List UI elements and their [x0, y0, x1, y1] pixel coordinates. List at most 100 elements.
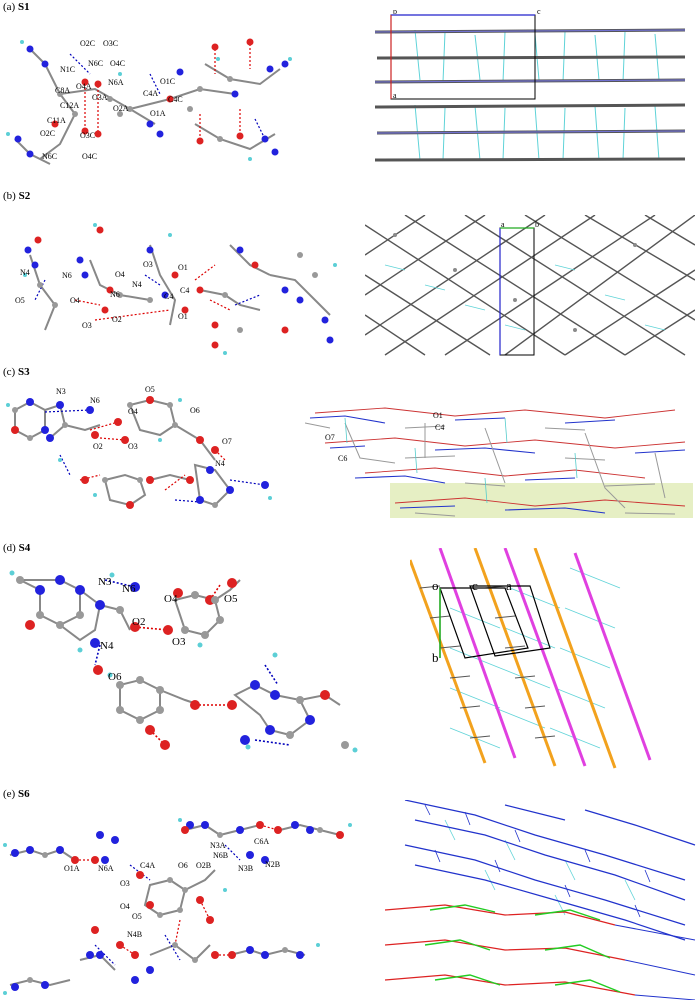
panel-c-packing-figure: O1 C4 O7 C6: [305, 407, 693, 518]
atom-label: C4A: [143, 89, 158, 98]
atom-label: O1: [178, 263, 188, 272]
atom-label: O1: [433, 411, 443, 420]
cell-axis-label: b: [535, 220, 539, 229]
atom-label: O3: [128, 442, 138, 451]
panel-e-atom-labels: N3A C6A N6B N2B O1A N6A C4A O6 O2B N3B O…: [64, 837, 280, 939]
atom-label: O4: [70, 296, 80, 305]
panel-c-packing-labels: O1 C4 O7 C6: [325, 411, 444, 463]
atom-label: N3: [98, 576, 112, 588]
panel-b-name: S2: [18, 190, 31, 202]
panel-b-packing-figure: a b: [365, 215, 695, 356]
panel-a-atom-labels: O2C O3C N1C N6C O4C C8A O4A N6A C4A O1C …: [40, 39, 183, 161]
atom-label: O2: [132, 616, 145, 628]
highlighted-layer: [390, 483, 693, 518]
atom-label: N4: [215, 459, 225, 468]
panel-a-label: (a) S1: [3, 1, 30, 13]
atom-label: N4: [132, 280, 142, 289]
cell-axis-label: c: [472, 578, 478, 593]
cell-axis-label: o: [432, 578, 439, 593]
atom-label: N4: [100, 640, 114, 652]
panel-e-packing-figure: [385, 800, 696, 1000]
atom-label: O2B: [196, 861, 211, 870]
atom-label: N6C: [42, 152, 57, 161]
atom-label: O3C: [103, 39, 118, 48]
atom-label: O6: [190, 406, 200, 415]
atom-label: N2B: [265, 860, 280, 869]
panel-a-packing-figure: b c a: [374, 10, 686, 162]
atom-label: C4C: [168, 95, 183, 104]
panel-b-cell-axis-labels: a b: [501, 220, 539, 229]
panel-a-prefix: (a): [3, 1, 16, 13]
atom-label: C6: [338, 454, 347, 463]
atom-label: O1: [178, 312, 188, 321]
atom-label: O4: [115, 270, 125, 279]
panel-a-cell-axis-labels: b c a: [393, 10, 541, 100]
atom-label: O5: [132, 912, 142, 921]
atom-label: N6: [110, 290, 120, 299]
atom-label: N6: [90, 396, 100, 405]
atom-label: O3: [82, 321, 92, 330]
cell-axis-label: c: [537, 10, 541, 16]
atom-label: O6: [108, 671, 122, 683]
atom-label: O2C: [80, 39, 95, 48]
atom-label: N6: [122, 583, 136, 595]
cell-axis-label: b: [432, 650, 439, 665]
panel-b-prefix: (b): [3, 190, 16, 202]
atom-label: O3: [172, 636, 186, 648]
atom-label: O2A: [113, 104, 129, 113]
panel-c-name: S3: [17, 366, 30, 378]
atom-label: C12A: [60, 101, 79, 110]
atom-label: O4: [128, 407, 138, 416]
atom-label: O3: [143, 260, 153, 269]
atom-label: O7: [325, 433, 335, 442]
atom-label: O4: [120, 902, 130, 911]
atom-label: N6A: [108, 78, 124, 87]
panel-d-prefix: (d): [3, 542, 16, 554]
atom-label: O2: [112, 315, 122, 324]
atom-label: O6: [178, 861, 188, 870]
atom-label: O7: [222, 437, 232, 446]
atom-label: O1C: [160, 77, 175, 86]
cell-axis-label: a: [393, 91, 397, 100]
panel-e-label: (e) S6: [3, 788, 30, 800]
atom-label: C4: [435, 423, 444, 432]
atom-label: O3C: [80, 131, 95, 140]
atom-label: N1C: [60, 65, 75, 74]
atom-label: O3: [120, 879, 130, 888]
atom-label: N4B: [127, 930, 142, 939]
panel-b-label: (b) S2: [3, 190, 30, 202]
panel-d-name: S4: [18, 542, 31, 554]
atom-label: O4C: [82, 152, 97, 161]
atom-label: O4A: [76, 82, 92, 91]
atom-label: O1A: [64, 864, 80, 873]
atom-label: O5: [15, 296, 25, 305]
panel-e-prefix: (e): [3, 788, 16, 800]
atom-label: C11A: [47, 116, 66, 125]
atom-label: N6B: [213, 851, 228, 860]
panel-c-label: (c) S3: [3, 366, 30, 378]
panel-a-name: S1: [17, 1, 30, 13]
atom-label: N4: [20, 268, 30, 277]
atom-label: O2: [93, 442, 103, 451]
panel-a-molecule-figure: O2C O3C N1C N6C O4C C8A O4A N6A C4A O1C …: [6, 38, 292, 165]
atom-label: O5: [224, 593, 238, 605]
atom-label: O4: [164, 593, 178, 605]
atom-label: N3: [56, 387, 66, 396]
atom-label: C4A: [140, 861, 155, 870]
panel-c-prefix: (c): [3, 366, 16, 378]
panel-d-cell-axis-labels: o c a b: [432, 578, 512, 665]
atom-label: C6A: [254, 837, 269, 846]
cell-axis-label: a: [501, 220, 505, 229]
cell-axis-label: a: [506, 578, 512, 593]
panel-d-atom-labels: N3 N6 O4 O5 O2 O3 N4 O6: [98, 576, 238, 683]
panel-c-molecule-figure: N3 N6 O5 O4 O6 O2 O3 O7 N4: [6, 385, 272, 509]
panel-e-name: S6: [17, 788, 30, 800]
panel-d-label: (d) S4: [3, 542, 30, 554]
atom-label: O2C: [40, 129, 55, 138]
atom-label: O3A: [92, 93, 108, 102]
atom-label: N6C: [88, 59, 103, 68]
panel-e-molecule-figure: N3A C6A N6B N2B O1A N6A C4A O6 O2B N3B O…: [3, 818, 352, 995]
atom-label: N6A: [98, 864, 114, 873]
cell-axis-label: b: [393, 10, 397, 16]
atom-label: N3A: [210, 841, 226, 850]
